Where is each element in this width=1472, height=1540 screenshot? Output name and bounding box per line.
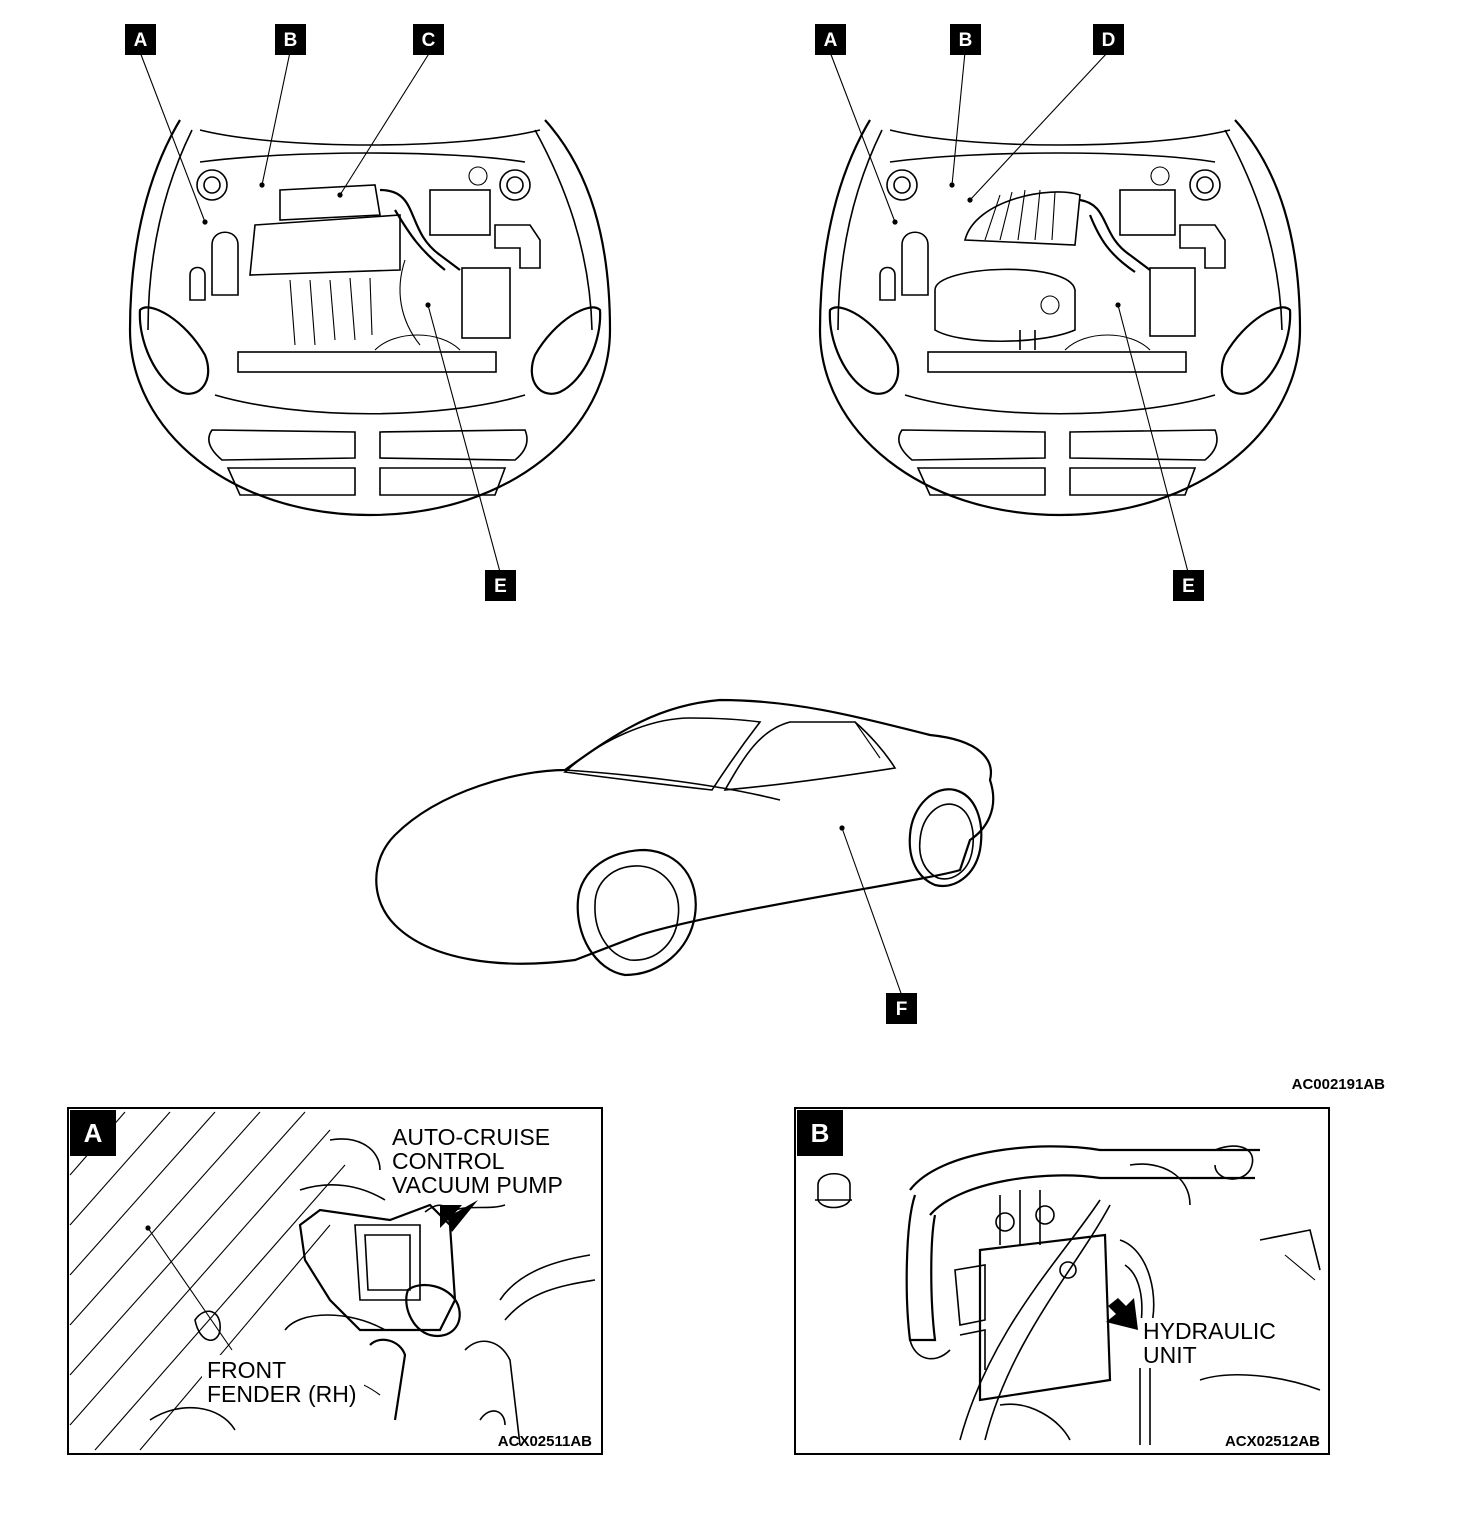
svg-text:B: B — [959, 30, 973, 51]
unit-label-line-1: HYDRAULIC — [1143, 1318, 1276, 1344]
detail-a-code: ACX02511AB — [498, 1433, 592, 1450]
pump-label-line-1: AUTO-CRUISE — [392, 1124, 550, 1150]
fender-label-line-2: FENDER (RH) — [207, 1381, 357, 1407]
detail-a-panel: A AUTO-CRUISE CONTROL VACUUM PUMP FRONT … — [67, 1107, 603, 1455]
callout-c: C — [413, 24, 444, 55]
svg-text:F: F — [896, 999, 908, 1020]
callout-b-left: B — [275, 24, 306, 55]
detail-b-tag: B — [811, 1118, 830, 1148]
pump-label-line-3: VACUUM PUMP — [392, 1172, 563, 1198]
callout-e-right: E — [1173, 570, 1204, 601]
svg-text:C: C — [422, 30, 436, 51]
callout-b-right: B — [950, 24, 981, 55]
callout-leaders — [139, 51, 1189, 997]
detail-b-panel: B HYDRAULIC UNIT ACX02512AB — [794, 1107, 1330, 1455]
callout-a-left: A — [125, 24, 156, 55]
detail-a-tag: A — [84, 1118, 103, 1148]
fender-hatching — [69, 1111, 346, 1451]
callout-d: D — [1093, 24, 1124, 55]
engine-bay-left — [128, 119, 612, 517]
figure-code: AC002191AB — [1292, 1076, 1386, 1093]
callout-e-left: E — [485, 570, 516, 601]
detail-b-code: ACX02512AB — [1225, 1433, 1320, 1450]
svg-text:A: A — [134, 30, 148, 51]
svg-text:E: E — [1182, 576, 1195, 597]
car-side-view — [375, 698, 995, 977]
fender-label-line-1: FRONT — [207, 1357, 286, 1383]
svg-text:E: E — [494, 576, 507, 597]
svg-text:B: B — [284, 30, 298, 51]
engine-bay-right — [818, 119, 1302, 517]
svg-text:A: A — [824, 30, 838, 51]
pump-label-line-2: CONTROL — [392, 1148, 505, 1174]
svg-text:D: D — [1102, 30, 1116, 51]
callout-a-right: A — [815, 24, 846, 55]
callout-f: F — [886, 993, 917, 1024]
unit-label-line-2: UNIT — [1143, 1342, 1197, 1368]
